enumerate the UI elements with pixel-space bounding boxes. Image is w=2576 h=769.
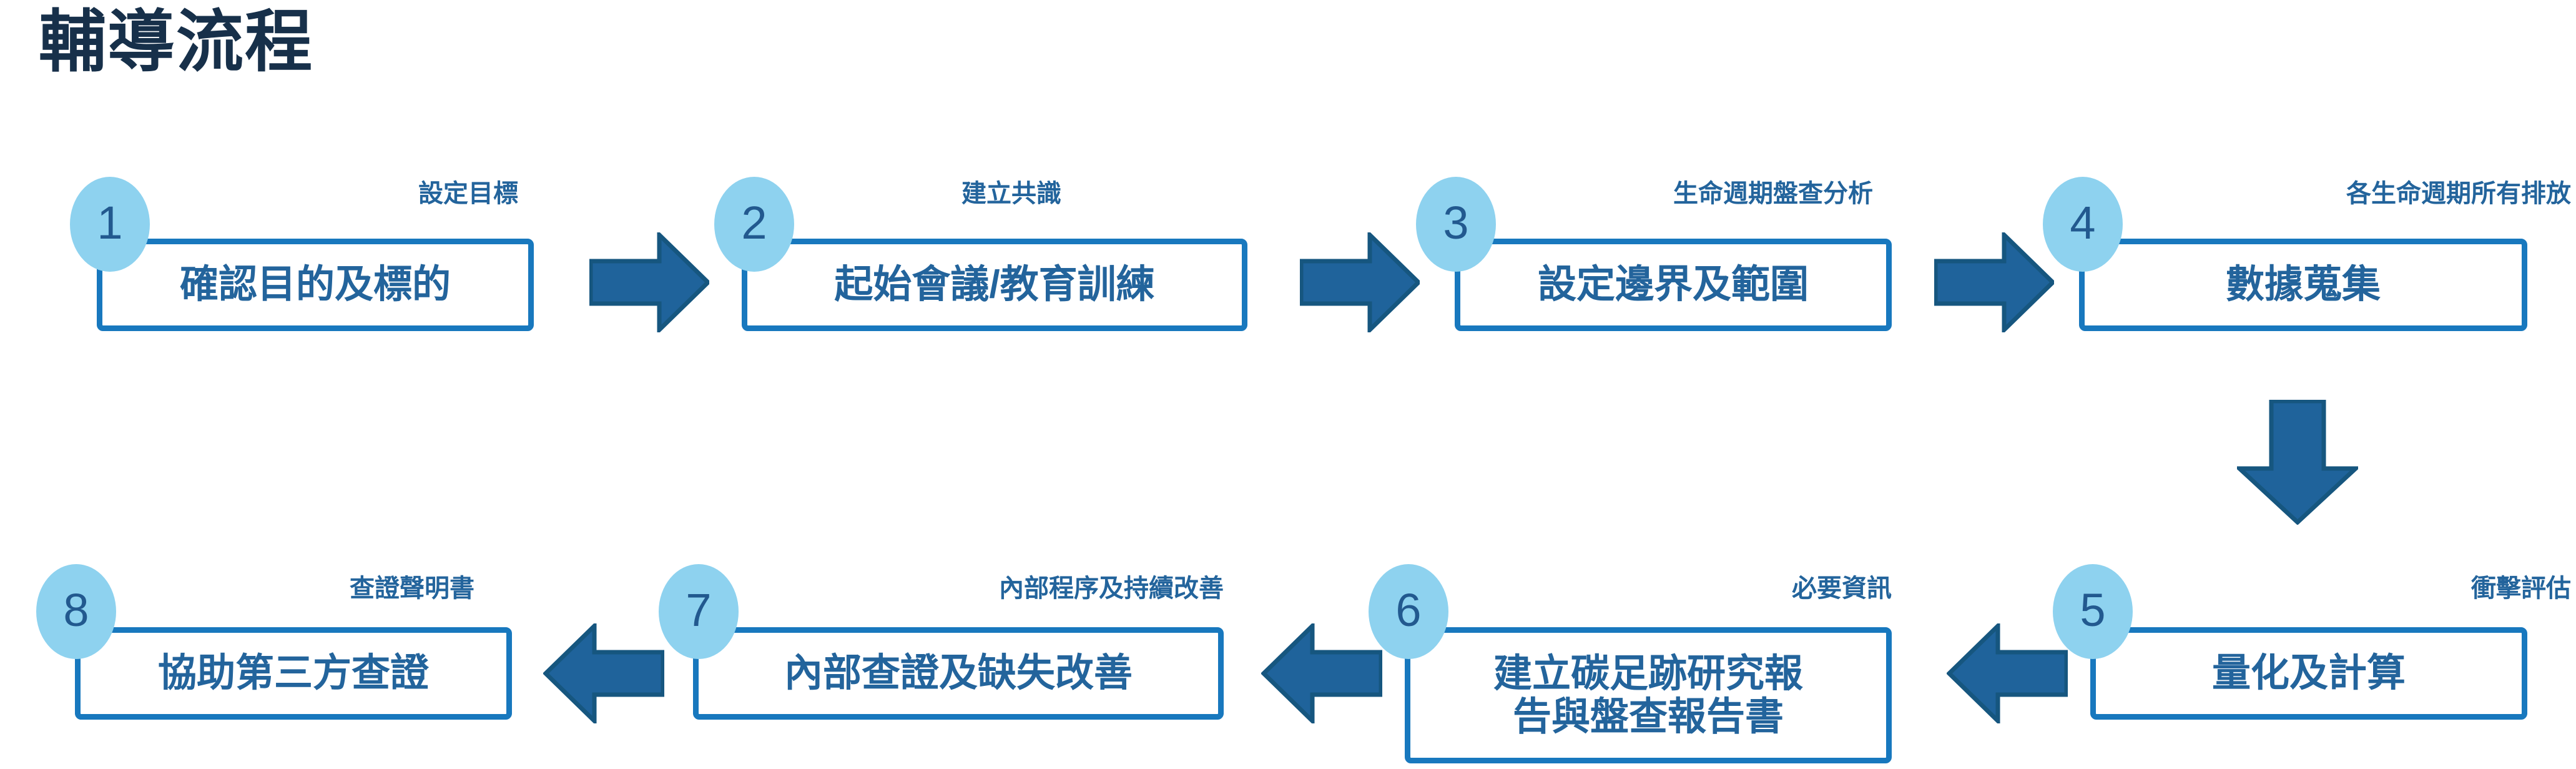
arrow-left-step6-to-step7: [1261, 623, 1382, 723]
step-2-caption: 建立共識: [961, 180, 1061, 207]
step-4-caption: 各生命週期所有排放: [2346, 180, 2571, 207]
step-3-caption: 生命週期盤查分析: [1673, 180, 1873, 207]
step-1-label: 確認目的及標的: [179, 263, 451, 307]
step-1-caption: 設定目標: [418, 180, 518, 207]
step-3-label: 設定邊界及範圍: [1537, 263, 1809, 307]
arrow-left-step7-to-step8: [543, 623, 664, 723]
step-5-number: 5: [2080, 584, 2106, 636]
step-8-caption: 查證聲明書: [350, 575, 474, 602]
step-1-number: 1: [97, 197, 123, 249]
step-6-caption: 必要資訊: [1792, 575, 1892, 602]
step-6-box[interactable]: 建立碳足跡研究報 告與盤查報告書: [1405, 627, 1892, 763]
step-2-box[interactable]: 起始會議/教育訓練: [742, 239, 1247, 331]
step-7-box[interactable]: 內部查證及缺失改善: [693, 627, 1224, 720]
page-title: 輔導流程: [39, 4, 314, 79]
step-8-box[interactable]: 協助第三方查證: [75, 627, 512, 720]
step-circle-icon-6[interactable]: 6: [1369, 564, 1448, 659]
step-5-label: 量化及計算: [2211, 652, 2406, 695]
step-5-box[interactable]: 量化及計算: [2090, 627, 2527, 720]
step-7-label: 內部查證及缺失改善: [784, 652, 1133, 695]
step-4-box[interactable]: 數據蒐集: [2079, 239, 2527, 331]
step-4-label: 數據蒐集: [2225, 263, 2381, 307]
step-circle-icon-1[interactable]: 1: [70, 177, 150, 272]
step-circle-icon-2[interactable]: 2: [714, 177, 794, 272]
step-8-label: 協助第三方查證: [157, 652, 429, 695]
step-3-box[interactable]: 設定邊界及範圍: [1455, 239, 1892, 331]
step-circle-icon-5[interactable]: 5: [2053, 564, 2133, 659]
step-4-number: 4: [2070, 197, 2096, 249]
step-7-number: 7: [686, 584, 712, 636]
arrow-left-step5-to-step6: [1947, 623, 2068, 723]
arrow-right-step2-to-step3: [1300, 232, 1420, 332]
step-circle-icon-8[interactable]: 8: [36, 564, 116, 659]
step-circle-icon-4[interactable]: 4: [2043, 177, 2123, 272]
arrow-right-step3-to-step4: [1934, 232, 2054, 332]
step-circle-icon-7[interactable]: 7: [659, 564, 739, 659]
step-3-number: 3: [1443, 197, 1469, 249]
step-6-label: 建立碳足跡研究報 告與盤查報告書: [1493, 652, 1803, 738]
arrow-down-step4-to-step5: [2237, 400, 2358, 525]
step-8-number: 8: [63, 584, 89, 636]
step-circle-icon-3[interactable]: 3: [1416, 177, 1496, 272]
arrow-right-step1-to-step2: [589, 232, 709, 332]
step-2-label: 起始會議/教育訓練: [834, 263, 1155, 307]
step-6-number: 6: [1395, 584, 1422, 636]
step-2-number: 2: [741, 197, 767, 249]
step-1-box[interactable]: 確認目的及標的: [97, 239, 534, 331]
step-5-caption: 衝擊評估: [2471, 575, 2571, 602]
step-7-caption: 內部程序及持續改善: [999, 575, 1224, 602]
